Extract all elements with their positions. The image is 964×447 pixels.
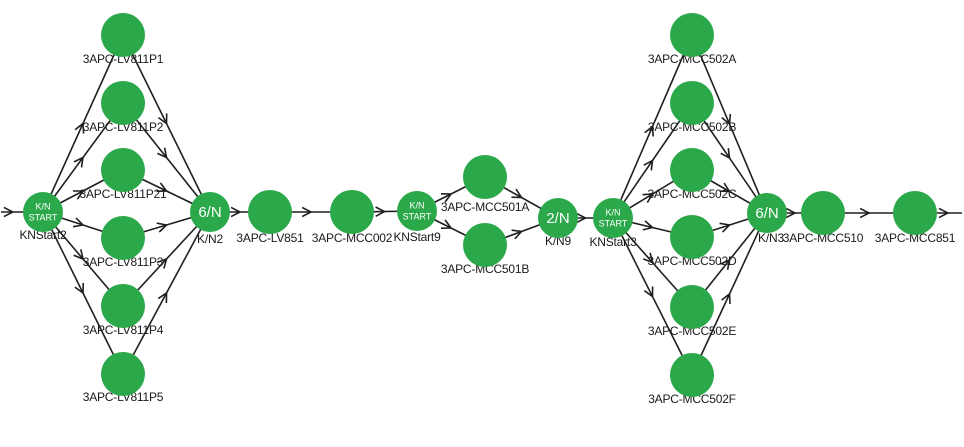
- node-label-kn2: K/N2: [197, 232, 223, 246]
- edge-arrowhead-icon: [721, 292, 731, 305]
- gate-text-top-start3: K/N: [605, 208, 620, 218]
- edge-arrowhead-icon: [157, 291, 168, 304]
- edge-arrowhead-icon: [156, 222, 169, 233]
- edge-arrowhead-icon: [73, 156, 85, 168]
- edge-arrowhead-icon: [719, 222, 732, 233]
- node-label-mcc501b: 3APC-MCC501B: [441, 262, 529, 276]
- gate-text-top-start2: K/N: [35, 202, 50, 212]
- edge-arrowhead-icon: [719, 182, 732, 193]
- edge-arrowhead-icon: [720, 258, 731, 270]
- gate-text-bottom-start2: START: [29, 213, 58, 223]
- edge-arrowhead-icon: [440, 193, 453, 203]
- gate-text-top-start9: K/N: [409, 201, 424, 211]
- gate-text-bottom-start9: START: [403, 212, 432, 222]
- node-label-start3: KNStart3: [589, 235, 637, 249]
- edge-arrowhead-icon: [644, 124, 654, 137]
- node-mcc502b[interactable]: [670, 81, 714, 125]
- edge-arrowhead-icon: [643, 159, 654, 171]
- node-start9[interactable]: [397, 191, 437, 231]
- node-mcc502e[interactable]: [670, 285, 714, 329]
- node-label-mcc502b: 3APC-MCC502B: [648, 120, 736, 134]
- gate-text-bottom-start3: START: [599, 219, 628, 229]
- node-lv811p5[interactable]: [101, 352, 145, 396]
- edge-arrowhead-icon: [642, 193, 654, 204]
- edge-arrowhead-icon: [375, 206, 387, 218]
- node-kn3[interactable]: [747, 193, 787, 233]
- edge-arrowhead-icon: [301, 206, 313, 218]
- gate-text-kn9: 2/N: [546, 210, 569, 227]
- node-mcc502a[interactable]: [670, 13, 714, 57]
- node-label-lv811p5: 3APC-LV811P5: [83, 390, 164, 404]
- edge-arrowhead-icon: [721, 113, 732, 126]
- node-labels-layer: KNStart23APC-LV811P13APC-LV811P23APC-LV8…: [19, 52, 956, 406]
- node-mcc502f[interactable]: [670, 353, 714, 397]
- edge-arrowhead-icon: [73, 249, 85, 261]
- node-label-mcc502f: 3APC-MCC502F: [648, 392, 736, 406]
- edge-arrowhead-icon: [785, 207, 797, 219]
- node-label-mcc510: 3APC-MCC510: [783, 231, 864, 245]
- node-label-lv811p3: 3APC-LV811P3: [83, 255, 164, 269]
- node-lv811p3[interactable]: [101, 216, 145, 260]
- node-mcc501a[interactable]: [463, 155, 507, 199]
- edge-arrowhead-icon: [73, 190, 85, 200]
- node-label-kn9: K/N9: [545, 234, 571, 248]
- node-label-start9: KNStart9: [393, 230, 441, 244]
- edge-arrowhead-icon: [156, 182, 169, 193]
- node-mcc851[interactable]: [893, 191, 937, 235]
- node-lv851[interactable]: [248, 190, 292, 234]
- edge-arrowhead-icon: [156, 257, 168, 269]
- node-mcc510[interactable]: [801, 191, 845, 235]
- node-lv811p1[interactable]: [101, 13, 145, 57]
- node-label-mcc502a: 3APC-MCC502A: [648, 52, 736, 66]
- node-kn9[interactable]: [538, 198, 578, 238]
- edge-arrowhead-icon: [74, 121, 85, 134]
- node-mcc502d[interactable]: [670, 215, 714, 259]
- node-lv811p4[interactable]: [101, 284, 145, 328]
- edge-arrowhead-icon: [859, 207, 871, 219]
- edge-arrowhead-icon: [74, 282, 84, 295]
- edge-arrowhead-icon: [72, 217, 85, 228]
- node-lv811p2[interactable]: [101, 81, 145, 125]
- node-kn2[interactable]: [190, 192, 230, 232]
- node-label-mcc501a: 3APC-MCC501A: [441, 200, 529, 214]
- edge-arrowhead-icon: [157, 147, 168, 159]
- edge-arrowhead-icon: [230, 206, 242, 218]
- edge-arrowhead-icon: [642, 220, 655, 231]
- node-label-mcc002: 3APC-MCC002: [312, 231, 393, 245]
- edge-arrowhead-icon: [938, 207, 950, 219]
- node-start3[interactable]: [593, 198, 633, 238]
- edge-arrowhead-icon: [511, 188, 524, 199]
- edge-arrowhead-icon: [511, 229, 524, 240]
- node-mcc002[interactable]: [330, 190, 374, 234]
- node-label-mcc502c: 3APC-MCC502C: [648, 187, 737, 201]
- edge-arrowhead-icon: [643, 286, 654, 299]
- edge-arrowhead-icon: [720, 148, 731, 160]
- node-lv811p21[interactable]: [101, 148, 145, 192]
- node-label-lv811p1: 3APC-LV811P1: [83, 52, 164, 66]
- edge-arrowhead-icon: [642, 252, 654, 264]
- gate-text-kn2: 6/N: [198, 204, 221, 221]
- node-label-lv811p21: 3APC-LV811P21: [79, 187, 167, 201]
- edge-arrowhead-icon: [157, 113, 168, 126]
- edge-arrowhead-icon: [576, 212, 588, 224]
- node-label-kn3: K/N3: [758, 231, 784, 245]
- node-mcc502c[interactable]: [670, 148, 714, 192]
- edge-arrowhead-icon: [3, 206, 15, 218]
- edge-arrowhead-icon: [440, 219, 453, 229]
- gate-text-kn3: 6/N: [755, 205, 778, 222]
- node-start2[interactable]: [23, 192, 63, 232]
- node-mcc501b[interactable]: [463, 223, 507, 267]
- node-label-mcc502d: 3APC-MCC502D: [648, 254, 737, 268]
- node-label-mcc851: 3APC-MCC851: [875, 231, 956, 245]
- node-label-lv851: 3APC-LV851: [236, 231, 304, 245]
